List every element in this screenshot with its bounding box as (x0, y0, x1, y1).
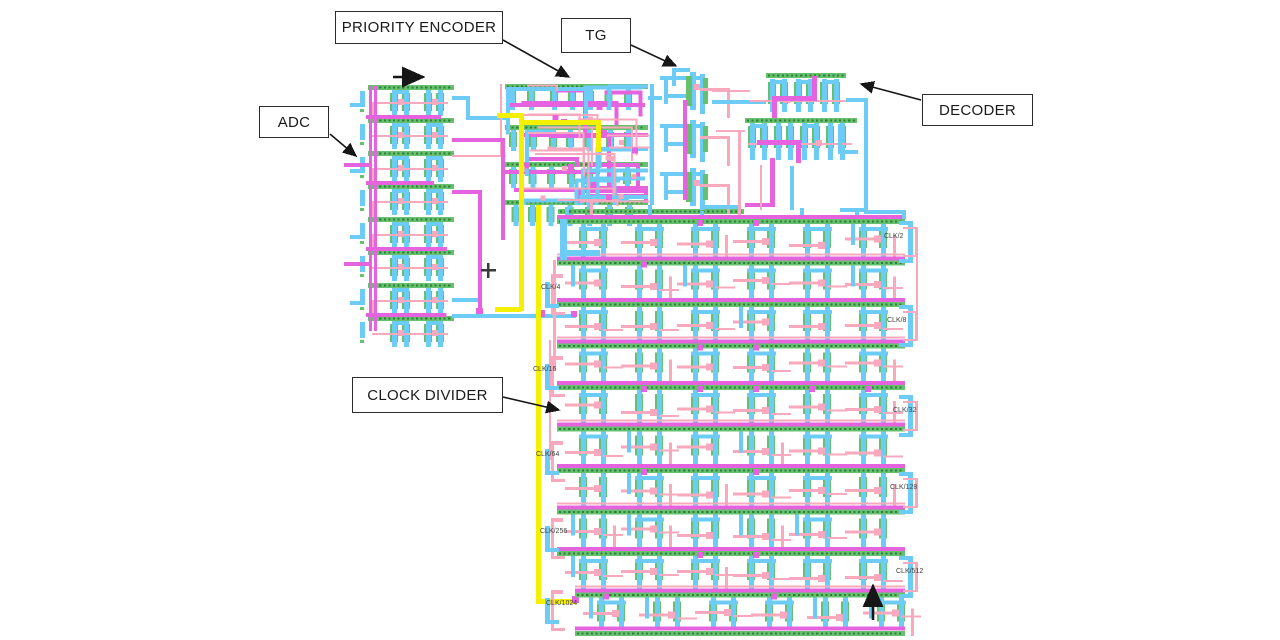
clock-tap-label: CLK/4 (541, 284, 561, 291)
clock-tap-label: CLK/128 (890, 484, 918, 491)
label-box-clock-divider: CLOCK DIVIDER (352, 377, 503, 413)
clock-tap-label: CLK/16 (533, 366, 557, 373)
callout-arrow-priority-encoder (502, 39, 571, 78)
label-text-tg: TG (585, 27, 607, 44)
clock-tap-label: CLK/8 (887, 317, 907, 324)
label-text-adc: ADC (277, 113, 311, 131)
label-box-tg: TG (561, 18, 631, 53)
clock-tap-label: CLK/1024 (546, 600, 578, 607)
clock-tap-label: CLK/2 (884, 233, 904, 240)
callout-arrow-adc (329, 133, 358, 158)
label-text-clock-divider: CLOCK DIVIDER (367, 386, 488, 404)
callout-arrow-decoder (859, 81, 922, 101)
label-box-adc: ADC (259, 106, 329, 138)
clock-tap-label: CLK/64 (536, 451, 560, 458)
clock-tap-label: CLK/256 (540, 528, 568, 535)
label-text-decoder: DECODER (938, 101, 1017, 119)
clock-tap-label: CLK/512 (896, 568, 924, 575)
label-box-priority-encoder: PRIORITY ENCODER (335, 11, 503, 44)
callout-arrow-clock-divider (502, 396, 561, 414)
label-box-decoder: DECODER (922, 94, 1033, 126)
callout-arrow-tg (630, 44, 678, 67)
label-text-priority-encoder: PRIORITY ENCODER (341, 19, 497, 36)
clock-tap-label: CLK/32 (893, 407, 917, 414)
